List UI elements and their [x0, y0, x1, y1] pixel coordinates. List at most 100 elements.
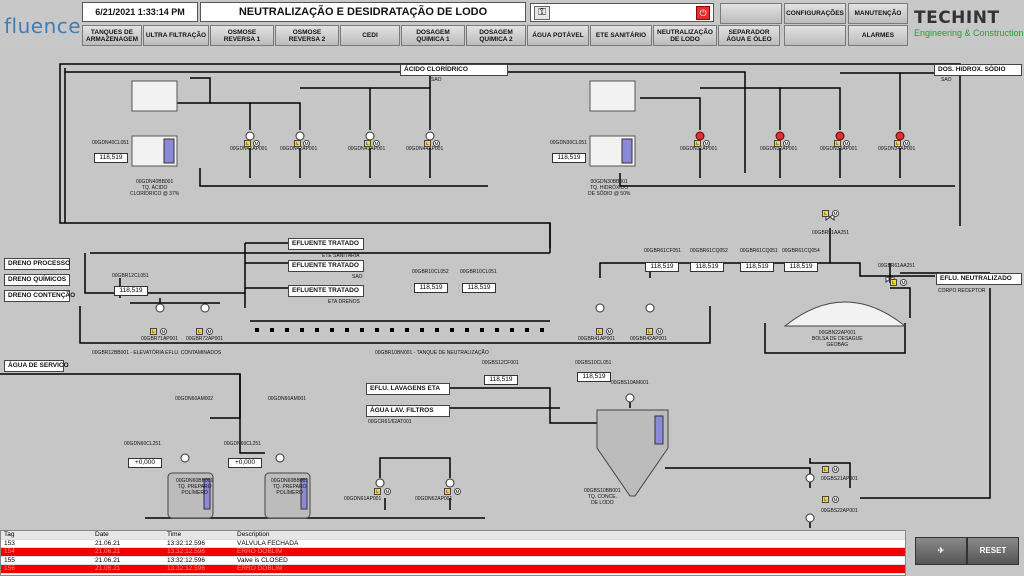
motor-indicator-icon: M [433, 140, 440, 147]
table-row[interactable]: 154 21.06.21 13:32:12.596 ERRO DOBLIM [1, 548, 905, 557]
motor-indicator-icon: M [843, 140, 850, 147]
pump-tag[interactable]: 00GDN41AP001 [230, 146, 268, 152]
pump-tag[interactable]: 00GDN44AP001 [406, 146, 444, 152]
tank-naoh-caption: 00GDN30BB001 TQ. HIDRÓXIDO DE SÓDIO @ 50… [588, 179, 631, 197]
pump-tag[interactable]: 00GDN34AP001 [878, 146, 916, 152]
dreno-contencao-label[interactable]: DRENO CONTENÇÃO [4, 290, 75, 302]
sensor-value: 118,519 [414, 283, 448, 293]
local-indicator-icon: L [822, 496, 829, 503]
motor-indicator-icon: M [454, 488, 461, 495]
dos-hidrox-label[interactable]: DOS. HIDROX. SÓDIO [934, 64, 1022, 76]
tank-naoh-icon [589, 80, 636, 167]
table-row[interactable]: 153 21.06.21 13:32:12.596 VÁLVULA FECHAD… [1, 540, 905, 548]
pump-tag[interactable]: 00GDN43AP001 [348, 146, 386, 152]
nav-tanques[interactable]: TANQUES DE ARMAZENAGEM [82, 25, 142, 46]
pump-tag[interactable]: 00GBR71AP001 [141, 336, 178, 342]
header-description[interactable]: Description [237, 531, 270, 538]
thickener-caption: 00GBS10BB001 TQ. CONCE. DE LODO [584, 488, 621, 506]
pump-tag[interactable]: 00GDN42AP001 [280, 146, 318, 152]
dreno-processo-label[interactable]: DRENO PROCESSO [4, 258, 70, 270]
sensor-value: 118,519 [484, 375, 518, 385]
pump-tag[interactable]: 00GBR42AP001 [630, 336, 667, 342]
pump-tag[interactable]: 00GBR41AP001 [578, 336, 615, 342]
nav-dq1[interactable]: DOSAGEM QUIMICA 1 [401, 25, 465, 46]
sao-label-3: SAO [352, 274, 363, 280]
power-icon[interactable]: ⏻ [696, 6, 710, 20]
ete-sanitaria-label: ETE SANITÁRIA [322, 253, 360, 259]
nav-cedi[interactable]: CEDI [340, 25, 400, 46]
sensor-value: 118,519 [462, 283, 496, 293]
alarm-log-table[interactable]: Tag Date Time Description 153 21.06.21 1… [0, 530, 906, 576]
login-box[interactable]: ⚿ ⏻ [530, 3, 714, 22]
blank-button-2[interactable] [784, 25, 846, 46]
sensor-tag: 00GBS12CF001 [482, 360, 519, 366]
nav-neutralizacao[interactable]: NEUTRALIZAÇÃO DE LODO [653, 25, 717, 46]
header-date[interactable]: Date [95, 531, 109, 538]
config-button[interactable]: CONFIGURAÇÕES [784, 3, 846, 24]
geobag-caption: 00GBN22AP001 BOLSA DE DESAGUE GEOBAG [812, 330, 863, 348]
efluente-tratado-1[interactable]: EFLUENTE TRATADO [288, 238, 364, 250]
nav-ete-sanitario[interactable]: ETE SANITÁRIO [590, 25, 652, 46]
sensor-tag: 00GBR10CL052 [412, 269, 449, 275]
tank-hcl-icon [131, 80, 178, 167]
nav-or2[interactable]: OSMOSE REVERSA 2 [275, 25, 339, 46]
sensor-tag: 00GDN30CL051 [550, 140, 587, 146]
pump-tag[interactable]: 00GDN62AP001 [415, 496, 453, 502]
gbs10-tag: 00GBS10AM001 [611, 380, 649, 386]
key-icon[interactable]: ⚿ [534, 6, 550, 20]
pump-tag[interactable]: 00GDN33AP001 [820, 146, 858, 152]
motor-indicator-icon: M [206, 328, 213, 335]
elevatoria-caption: 00GBR12BB001 - ELEVATÓRIA EFLU. CONTAMIN… [92, 350, 222, 356]
local-indicator-icon: L [822, 466, 829, 473]
motor-indicator-icon: M [832, 210, 839, 217]
sensor-value: 118,519 [114, 286, 148, 296]
gbs21-tag: 00GBS21AP001 [821, 476, 858, 482]
agua-servico-label[interactable]: ÁGUA DE SERVICO [4, 360, 69, 372]
dreno-quimicos-label[interactable]: DRENO QUÍMICOS [4, 274, 70, 286]
nav-agua-potavel[interactable]: ÁGUA POTÁVEL [527, 25, 589, 46]
eflu-lavagens-label[interactable]: EFLU. LAVAGENS ETA [366, 383, 450, 395]
nav-or1[interactable]: OSMOSE REVERSA 1 [210, 25, 274, 46]
local-indicator-icon: L [444, 488, 451, 495]
nav-dq2[interactable]: DOSAGEM QUIMICA 2 [466, 25, 526, 46]
nav-ultra[interactable]: ULTRA FILTRAÇÃO [143, 25, 209, 46]
agua-lav-filtros-label[interactable]: ÁGUA LAV. FILTROS [366, 405, 450, 417]
local-indicator-icon: L [834, 140, 841, 147]
pump-tag[interactable]: 00GDN61AP001 [344, 496, 382, 502]
sensor-value: 118,519 [645, 262, 679, 272]
datetime-display: 6/21/2021 1:33:14 PM [82, 2, 198, 22]
sensor-value: 118,519 [740, 262, 774, 272]
pump-tag[interactable]: 00GDN60AM001 [268, 396, 307, 402]
agua-lav-tag: 00GCR61/62AT001 [368, 419, 412, 425]
efluente-tratado-3[interactable]: EFLUENTE TRATADO [288, 285, 364, 297]
nav-separador[interactable]: SEPARADOR ÁGUA E ÓLEO [718, 25, 780, 46]
efluente-tratado-2[interactable]: EFLUENTE TRATADO [288, 260, 364, 272]
geobag-icon [783, 301, 907, 327]
table-row[interactable]: 155 21.06.21 13:32:12.596 Valve is CLOSE… [1, 557, 905, 565]
sensor-tag: 00GBR61CQ054 [782, 248, 820, 254]
pump-tag[interactable]: 00GDN32AP001 [760, 146, 798, 152]
alarm-ack-button[interactable]: ✈ [915, 537, 967, 565]
pump-tag[interactable]: 00GDN31AP001 [680, 146, 718, 152]
eflu-neutralizado-label[interactable]: EFLU. NEUTRALIZADO [936, 273, 1022, 285]
maint-button[interactable]: MANUTENÇÃO [848, 3, 908, 24]
local-indicator-icon: L [596, 328, 603, 335]
alarms-button[interactable]: ALARMES [848, 25, 908, 46]
acido-cloridrico-label[interactable]: ÁCIDO CLORÍDRICO [400, 64, 508, 76]
header-time[interactable]: Time [167, 531, 182, 538]
pump-tag[interactable]: 00GBR72AP001 [186, 336, 223, 342]
sensor-value: 118,519 [784, 262, 818, 272]
sensor-tag: 00GBR12CL051 [112, 273, 149, 279]
reset-button[interactable]: RESET [967, 537, 1019, 565]
table-row[interactable]: 156 21.06.21 13:32:12.596 ERRO DOBLIM [1, 565, 905, 574]
sensor-tag: 00GBR61CQ052 [690, 248, 728, 254]
local-indicator-icon: L [424, 140, 431, 147]
local-indicator-icon: L [196, 328, 203, 335]
sensor-tag: 00GBR10CL051 [460, 269, 497, 275]
motor-indicator-icon: M [384, 488, 391, 495]
header-tag[interactable]: Tag [4, 531, 15, 538]
blank-button-1[interactable] [720, 3, 782, 24]
sensor-tag: 00GBR61CF051 [644, 248, 681, 254]
pump-tag[interactable]: 00GDN60AM002 [175, 396, 214, 402]
thickener-icon [596, 409, 669, 497]
